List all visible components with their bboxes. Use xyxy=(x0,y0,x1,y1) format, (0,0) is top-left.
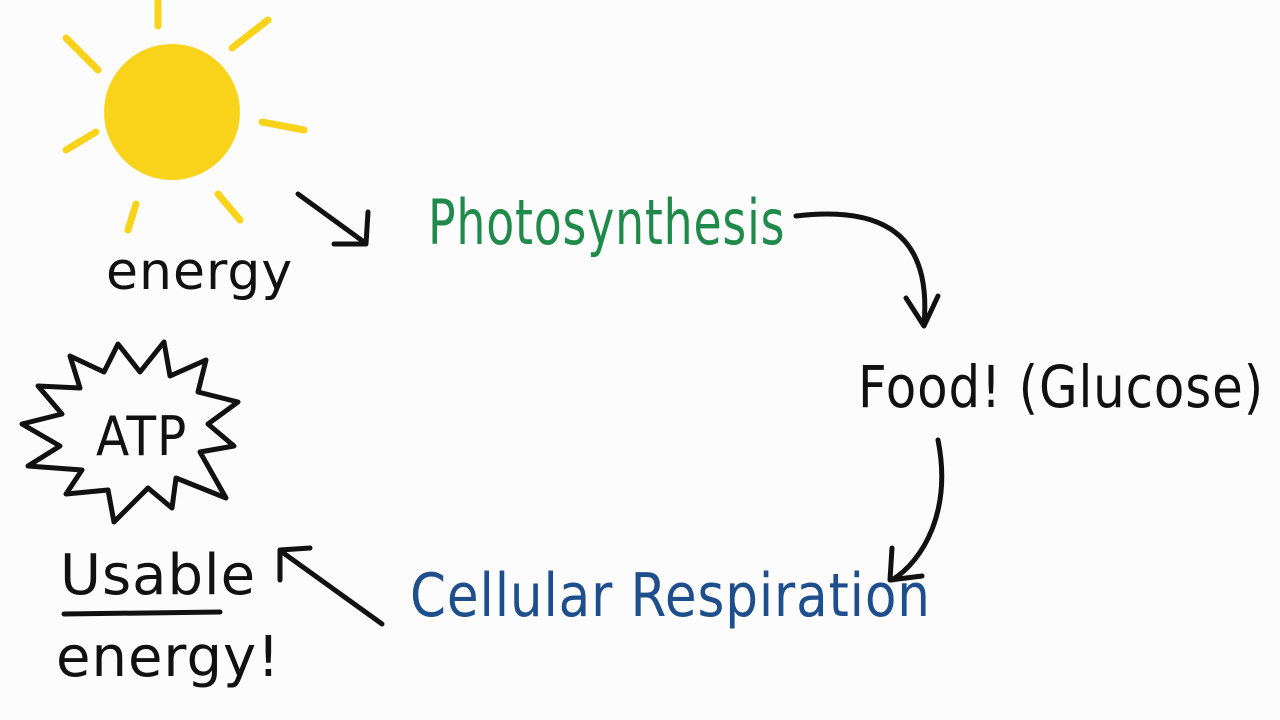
sun-rays xyxy=(62,0,308,234)
sun-ray xyxy=(258,118,308,134)
arrow-head xyxy=(331,209,371,247)
sun-ray xyxy=(214,190,244,224)
atp-label: ATP xyxy=(96,405,188,468)
sun-energy-label: energy xyxy=(106,242,294,302)
arrow-head xyxy=(903,293,941,329)
starburst-icon xyxy=(19,339,241,525)
arrow-shaft xyxy=(793,211,928,327)
food-label: Food! (Glucose) xyxy=(858,353,1265,421)
arrow-icon xyxy=(793,211,941,329)
sun-icon xyxy=(62,0,308,234)
arrow-shaft xyxy=(889,437,945,583)
arrow-icon xyxy=(295,191,371,247)
usable-energy-label: energy! xyxy=(56,625,281,690)
sun-ray xyxy=(228,16,272,52)
arrow-icon xyxy=(277,545,385,627)
arrow-icon xyxy=(887,437,945,583)
cellular-respiration-label: Cellular Respiration xyxy=(410,561,931,631)
usable-underline xyxy=(61,609,223,617)
sun-ray xyxy=(124,200,140,234)
sun-disc xyxy=(104,44,240,180)
photosynthesis-label: Photosynthesis xyxy=(428,186,786,259)
arrow-head xyxy=(887,545,925,583)
arrow-head xyxy=(277,545,313,583)
sun-ray xyxy=(62,128,100,154)
arrow-shaft xyxy=(295,191,367,245)
sun-ray xyxy=(62,34,102,74)
arrow-shaft xyxy=(279,549,385,627)
usable-label: Usable xyxy=(60,543,257,608)
